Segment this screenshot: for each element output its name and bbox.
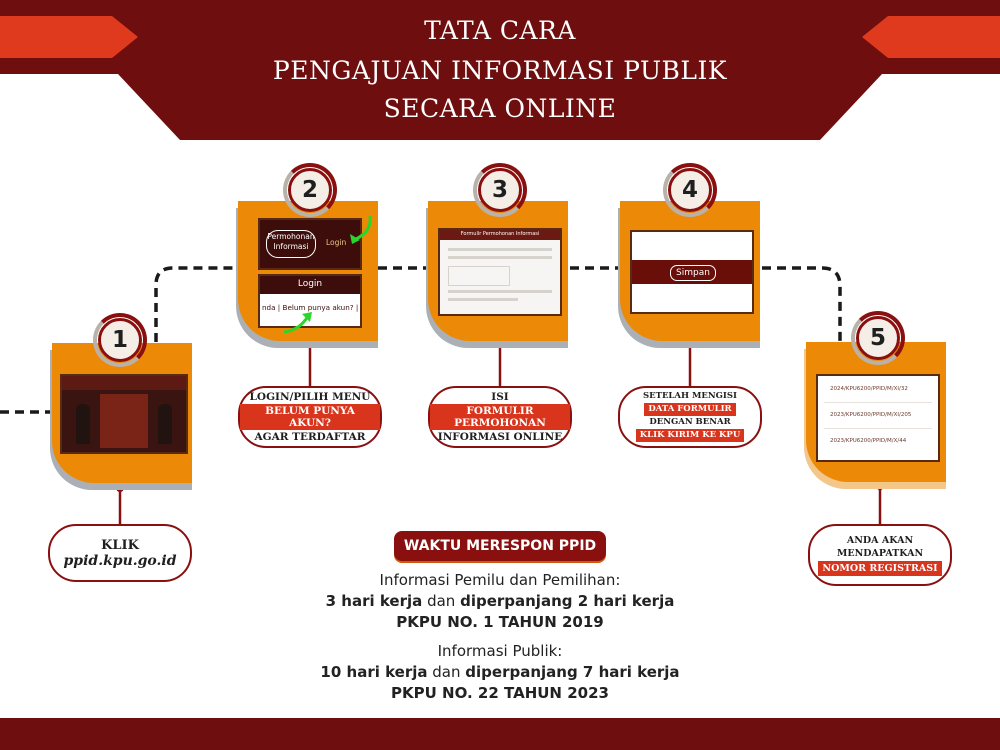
title-line-2: PENGAJUAN INFORMASI PUBLIK [272, 56, 728, 85]
response-group-1-times: 3 hari kerja dan diperpanjang 2 hari ker… [280, 592, 720, 610]
step-1-number: 1 [98, 318, 142, 362]
arrow-to-belum-punya-akun-head [302, 312, 312, 322]
response-group-1-regulation: PKPU NO. 1 TAHUN 2019 [396, 613, 604, 631]
response-group-2-regulation: PKPU NO. 22 TAHUN 2023 [391, 684, 609, 702]
step-1-screenshot-navbar [62, 376, 186, 390]
step-5-number: 5 [856, 316, 900, 360]
step-2-pointer-arrows [283, 215, 372, 334]
step-2-number-ring [283, 163, 337, 217]
registration-number-row-1: 2024/KPU6200/PPID/M/XI/32 [830, 386, 908, 392]
step-4-number-ring [663, 163, 717, 217]
step-5-screenshot: 2024/KPU6200/PPID/M/XI/32 2023/KPU6200/P… [816, 374, 940, 462]
step-2-permohonan-outline [266, 230, 316, 258]
header-title-plate [118, 0, 882, 140]
step-4-label: SETELAH MENGISI DATA FORMULIR DENGAN BEN… [618, 386, 762, 448]
step-3-form-field-1[interactable] [448, 248, 552, 251]
registration-number-row-3: 2023/KPU6200/PPID/M/X/44 [830, 438, 907, 444]
arrow-to-belum-punya-akun [283, 315, 310, 334]
header-banner [0, 0, 1000, 140]
registration-row-divider-1 [824, 402, 932, 403]
step-3-label-highlight: FORMULIR PERMOHONAN [430, 404, 570, 430]
response-group-1-joiner: dan [427, 592, 456, 610]
step-3-number: 3 [478, 168, 522, 212]
response-group-1-heading: Informasi Pemilu dan Pemilihan: [379, 571, 621, 589]
step-3-form-field-4[interactable] [448, 298, 518, 301]
step-1-screenshot-figure-right [158, 404, 172, 444]
step-2-permohonan-text: Permohonan Informasi [266, 232, 316, 252]
step-2-login-link[interactable]: Login [326, 238, 347, 247]
header-left-arrow [0, 16, 138, 58]
arrow-to-login [353, 215, 372, 242]
step-3-label-bottom: INFORMASI ONLINE [437, 431, 563, 443]
step-1-number-ring [93, 313, 147, 367]
step-4-label-middle: DENGAN BENAR [649, 417, 731, 427]
response-group-2-times: 10 hari kerja dan diperpanjang 7 hari ke… [280, 663, 720, 681]
step-1-screenshot-figure-left [76, 404, 90, 444]
step-3-form-field-3[interactable] [448, 290, 552, 293]
title-line-1: TATA CARA [424, 16, 576, 45]
step-4-number: 4 [668, 168, 712, 212]
step-2-permohonan-word: Permohonan [267, 232, 315, 241]
registration-number-row-2: 2023/KPU6200/PPID/M/XI/205 [830, 412, 912, 418]
step-3-form-header [440, 230, 560, 240]
step-3-form-field-2[interactable] [448, 256, 552, 259]
footer-bar [0, 718, 1000, 750]
step-1-screenshot [60, 374, 188, 454]
step-2-label-highlight: BELUM PUNYA AKUN? [240, 404, 380, 430]
step-5-label-highlight: NOMOR REGISTRASI [818, 560, 942, 576]
step-2-label-bottom: AGAR TERDAFTAR [254, 431, 366, 443]
step-2-login-title: Login [297, 279, 323, 289]
step-2-login-bar [260, 276, 360, 294]
response-group-2-extended: diperpanjang 7 hari kerja [465, 663, 680, 681]
step-3-form-textarea[interactable] [448, 266, 510, 286]
step-2-label: LOGIN/PILIH MENU BELUM PUNYA AKUN? AGAR … [238, 386, 382, 448]
step-3-label-top: ISI [491, 391, 509, 403]
header-right-arrow [862, 16, 1000, 58]
step-4-label-highlight-2: KLIK KIRIM KE KPU [635, 429, 745, 442]
step-3-label: ISI FORMULIR PERMOHONAN INFORMASI ONLINE [428, 386, 572, 448]
step-3-number-ring [473, 163, 527, 217]
response-group-2-days: 10 hari kerja [320, 663, 428, 681]
response-group-2-heading: Informasi Publik: [437, 642, 563, 660]
step-5-label-top: ANDA AKAN [846, 534, 914, 546]
step-2-number: 2 [288, 168, 332, 212]
registration-row-divider-2 [824, 428, 932, 429]
step-2-label-top: LOGIN/PILIH MENU [249, 391, 371, 403]
step-4-label-top: SETELAH MENGISI [643, 391, 737, 401]
response-group-1-days: 3 hari kerja [325, 592, 423, 610]
step-1-label-line-1: KLIK [101, 537, 139, 553]
step-2-screenshot-top: Permohonan Informasi Login [258, 218, 362, 270]
response-group-1-extended: diperpanjang 2 hari kerja [460, 592, 675, 610]
step-4-screenshot: Simpan [630, 230, 754, 314]
step-5-label: ANDA AKAN MENDAPATKAN NOMOR REGISTRASI [808, 524, 952, 586]
simpan-button[interactable]: Simpan [670, 265, 716, 281]
connector-1-2 [154, 266, 238, 342]
step-5-number-ring [851, 311, 905, 365]
step-1-url-link[interactable]: ppid.kpu.go.id [63, 552, 177, 569]
response-group-2-joiner: dan [432, 663, 461, 681]
step-1-label: KLIK ppid.kpu.go.id [48, 524, 192, 582]
step-2-belum-punya-akun-link[interactable]: nda | Belum punya akun? | L [262, 303, 360, 312]
step-3-form-title: Formulir Permohonan Informasi [460, 231, 540, 237]
step-5-label-middle: MENDAPATKAN [836, 547, 924, 559]
arrow-to-login-head [350, 234, 360, 244]
step-1-screenshot-panel [100, 394, 148, 448]
response-time-badge: WAKTU MERESPON PPID [394, 531, 606, 561]
step-3-screenshot: Formulir Permohonan Informasi [438, 228, 562, 316]
title-line-3: SECARA ONLINE [383, 94, 617, 123]
step-2-informasi-word: Informasi [273, 242, 309, 251]
connector-4-5 [762, 266, 842, 342]
step-4-label-highlight: DATA FORMULIR [644, 403, 736, 416]
